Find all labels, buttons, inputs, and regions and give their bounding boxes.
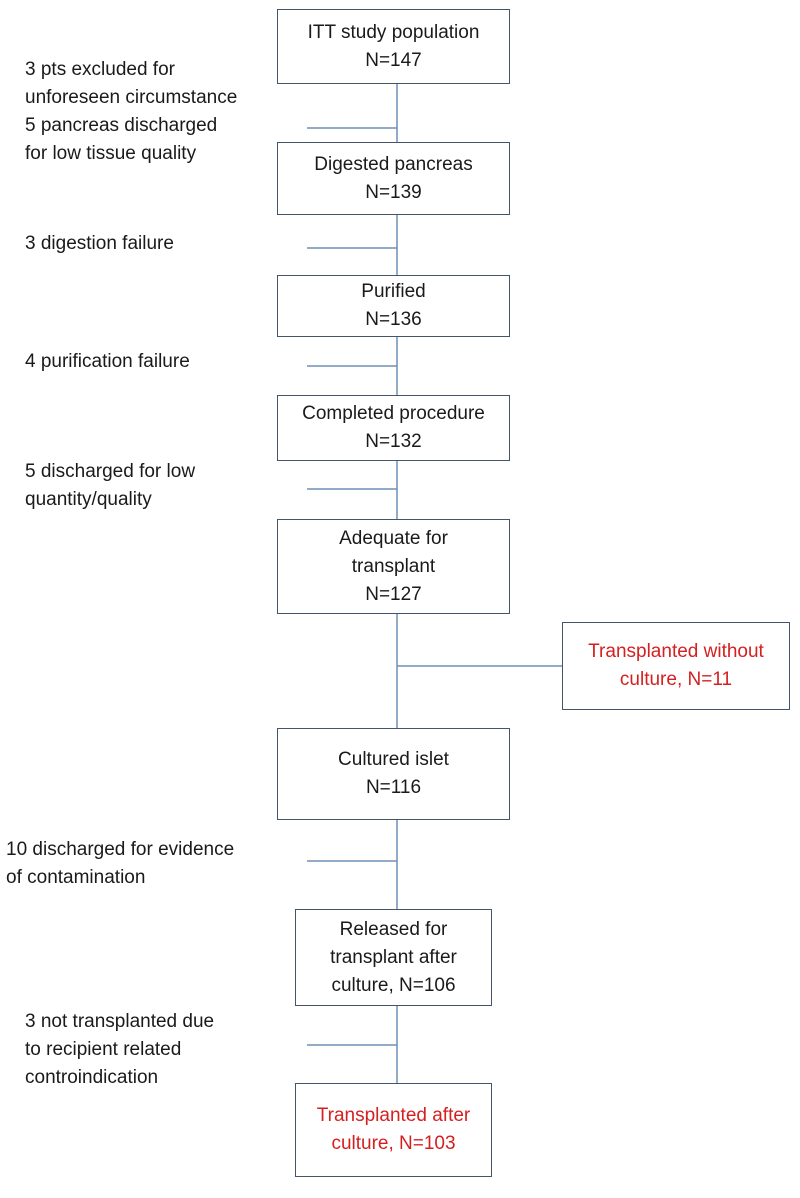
- note-line: 5 pancreas discharged: [25, 115, 218, 136]
- box-digested-pancreas: Digested pancreas N=139: [277, 142, 510, 215]
- box-label-line: culture, N=103: [331, 1133, 456, 1154]
- note-line: to recipient related: [25, 1039, 182, 1060]
- box-label-line: Adequate for: [339, 527, 448, 549]
- note-line: 3 pts excluded for: [25, 59, 175, 80]
- note-line: of contamination: [6, 867, 146, 888]
- note-line: 10 discharged for evidence: [6, 839, 235, 860]
- box-label-line: Transplanted after: [316, 1105, 471, 1126]
- box-itt-study-population: ITT study population N=147: [277, 9, 510, 84]
- note-purification-failure: 4 purification failure: [25, 348, 190, 376]
- note-line: quantity/quality: [25, 489, 152, 510]
- box-transplanted-without-culture: Transplanted without culture, N=11: [562, 622, 790, 710]
- box-completed-procedure: Completed procedure N=132: [277, 395, 510, 461]
- box-label-line: culture, N=11: [619, 669, 733, 690]
- box-count: N=116: [365, 777, 422, 798]
- box-label-line: culture, N=106: [331, 974, 456, 996]
- box-transplanted-after-culture: Transplanted after culture, N=103: [295, 1083, 492, 1177]
- box-label-line: Digested pancreas: [314, 153, 473, 175]
- box-released-for-transplant: Released for transplant after culture, N…: [295, 909, 492, 1006]
- note-digestion-failure: 3 digestion failure: [25, 230, 174, 258]
- note-line: 3 digestion failure: [25, 233, 174, 254]
- note-line: 4 purification failure: [25, 351, 190, 372]
- box-label-line: transplant after: [330, 946, 457, 968]
- box-label-line: Purified: [361, 281, 426, 302]
- note-excluded-pts: 3 pts excluded for unforeseen circumstan…: [25, 56, 237, 168]
- note-line: controindication: [25, 1067, 159, 1088]
- box-adequate-for-transplant: Adequate for transplant N=127: [277, 519, 510, 614]
- box-label-line: ITT study population: [307, 21, 480, 43]
- box-cultured-islet: Cultured islet N=116: [277, 728, 510, 820]
- note-line: for low tissue quality: [25, 143, 197, 164]
- note-low-quantity: 5 discharged for low quantity/quality: [25, 458, 195, 514]
- box-label-line: Cultured islet: [338, 749, 449, 770]
- note-line: 3 not transplanted due: [25, 1011, 215, 1032]
- box-count: N=136: [365, 309, 422, 330]
- box-label-line: Released for: [339, 918, 448, 940]
- box-count: N=127: [365, 583, 422, 605]
- box-label-line: Completed procedure: [302, 403, 485, 424]
- note-line: unforeseen circumstance: [25, 87, 238, 108]
- box-label-line: Transplanted without: [588, 641, 764, 662]
- box-count: N=147: [365, 49, 422, 71]
- box-purified: Purified N=136: [277, 275, 510, 337]
- note-line: 5 discharged for low: [25, 461, 196, 482]
- note-contamination: 10 discharged for evidence of contaminat…: [6, 836, 234, 892]
- box-count: N=132: [365, 431, 422, 452]
- box-count: N=139: [365, 181, 422, 203]
- note-recipient-contraindication: 3 not transplanted due to recipient rela…: [25, 1008, 214, 1092]
- box-label-line: transplant: [351, 555, 436, 577]
